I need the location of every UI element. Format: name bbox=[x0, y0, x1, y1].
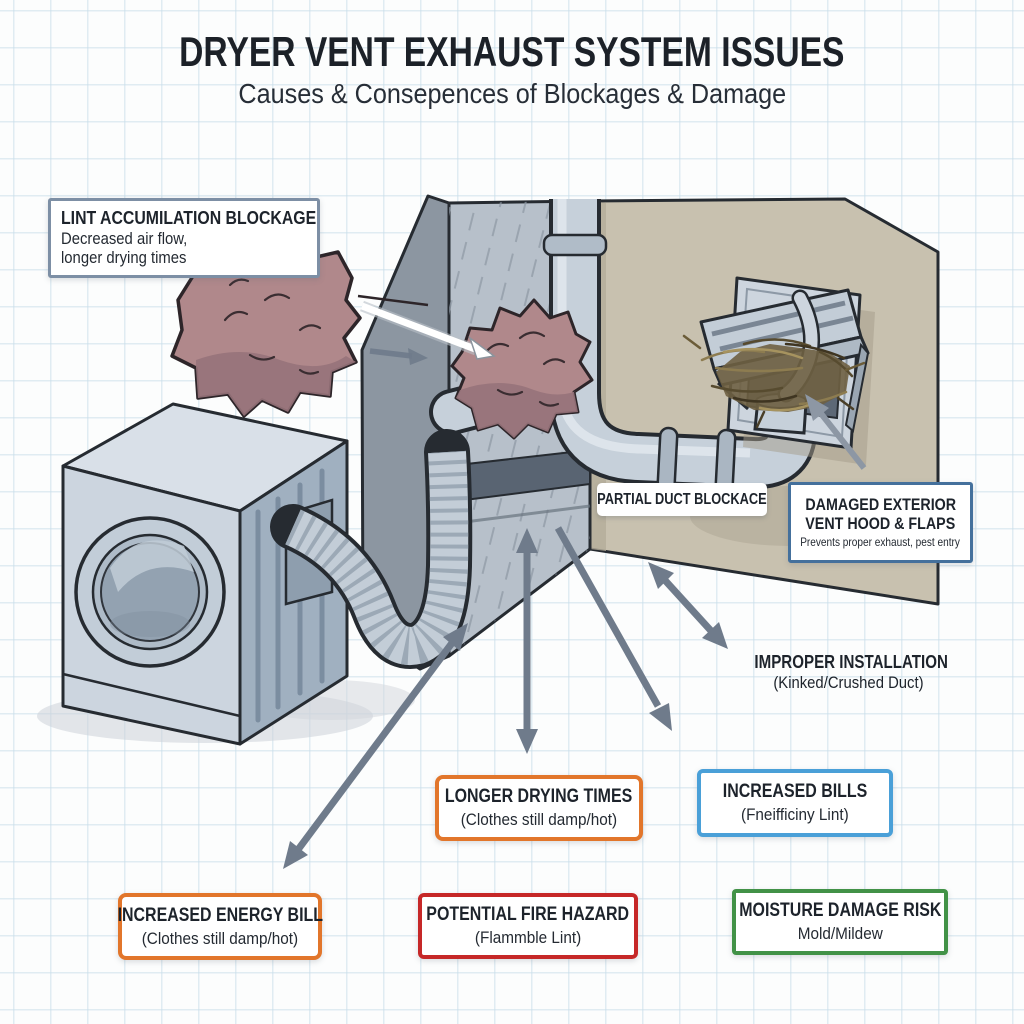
callout-line1: Decreased air flow, bbox=[61, 229, 188, 248]
callout-subtitle: (Fneifficiny Lint) bbox=[741, 805, 849, 825]
page-subtitle-text: Causes & Consepences of Blockages & Dama… bbox=[238, 78, 786, 110]
duct-blockage-lint bbox=[450, 298, 594, 440]
lint-sample bbox=[170, 235, 429, 418]
label-subtitle: (Kinked/Crushed Duct) bbox=[772, 673, 924, 692]
callout-increased-bills: INCREASED BILLS (Fneifficiny Lint) bbox=[697, 769, 893, 837]
callout-title: MOISTURE DAMAGE RISK bbox=[738, 900, 942, 922]
callout-subtitle: Mold/Mildew bbox=[797, 924, 883, 944]
arrow-to-vent-hood bbox=[805, 394, 867, 470]
page-subtitle: Causes & Consepences of Blockages & Dama… bbox=[0, 78, 1024, 110]
page-title-text: DRYER VENT EXHAUST SYSTEM ISSUES bbox=[179, 28, 845, 75]
label-partial-duct-blockage: PARTIAL DUCT BLOCKACE bbox=[597, 483, 767, 516]
label-title: IMPROPER INSTALLATION bbox=[754, 652, 948, 672]
callout-title: INCREASED BILLS bbox=[722, 781, 868, 803]
label-improper-installation: IMPROPER INSTALLATION (Kinked/Crushed Du… bbox=[736, 652, 960, 693]
dryer bbox=[61, 402, 349, 746]
callout-title: POTENTIAL FIRE HAZARD bbox=[426, 904, 630, 926]
callout-subtitle: Prevents proper exhaust, pest entry bbox=[800, 535, 961, 550]
arrow-to-longer-drying bbox=[516, 528, 538, 754]
callout-title: INCREASED ENERGY BILL bbox=[117, 904, 323, 926]
callout-title: LONGER DRYING TIMES bbox=[445, 786, 633, 808]
callout-subtitle: (Flammble Lint) bbox=[474, 928, 582, 948]
flex-duct bbox=[270, 429, 473, 669]
consequence-arrows bbox=[283, 348, 867, 869]
airflow-arrow bbox=[369, 348, 428, 365]
callout-potential-fire-hazard: POTENTIAL FIRE HAZARD (Flammble Lint) bbox=[418, 893, 638, 959]
lint-pointer-arrow bbox=[360, 300, 496, 360]
header: DRYER VENT EXHAUST SYSTEM ISSUES Causes … bbox=[0, 28, 1024, 110]
callout-increased-energy-bill: INCREASED ENERGY BILL (Clothes still dam… bbox=[117, 893, 323, 960]
dryer-door bbox=[74, 516, 226, 668]
callout-subtitle: (Clothes still damp/hot) bbox=[460, 810, 618, 830]
callout-longer-drying-times: LONGER DRYING TIMES (Clothes still damp/… bbox=[435, 775, 643, 841]
bird-nest bbox=[682, 334, 866, 429]
callout-title-line1: DAMAGED EXTERIOR bbox=[805, 495, 956, 515]
callout-title: LINT ACCUMILATION BLOCKAGE bbox=[61, 208, 317, 229]
callout-title-line2: VENT HOOD & FLAPS bbox=[805, 514, 956, 534]
arrow-to-increased-bills bbox=[554, 526, 672, 731]
arrow-to-improper-installation bbox=[648, 562, 728, 649]
callout-lint-accumulation: LINT ACCUMILATION BLOCKAGE Decreased air… bbox=[48, 198, 320, 278]
callout-line2: longer drying times bbox=[61, 248, 187, 267]
callout-damaged-vent-hood: DAMAGED EXTERIOR VENT HOOD & FLAPS Preve… bbox=[788, 482, 973, 563]
callout-moisture-damage-risk: MOISTURE DAMAGE RISK Mold/Mildew bbox=[732, 889, 948, 955]
arrow-to-increased-energy bbox=[283, 623, 468, 869]
callout-subtitle: (Clothes still damp/hot) bbox=[141, 928, 299, 948]
page-title: DRYER VENT EXHAUST SYSTEM ISSUES bbox=[0, 28, 1024, 75]
